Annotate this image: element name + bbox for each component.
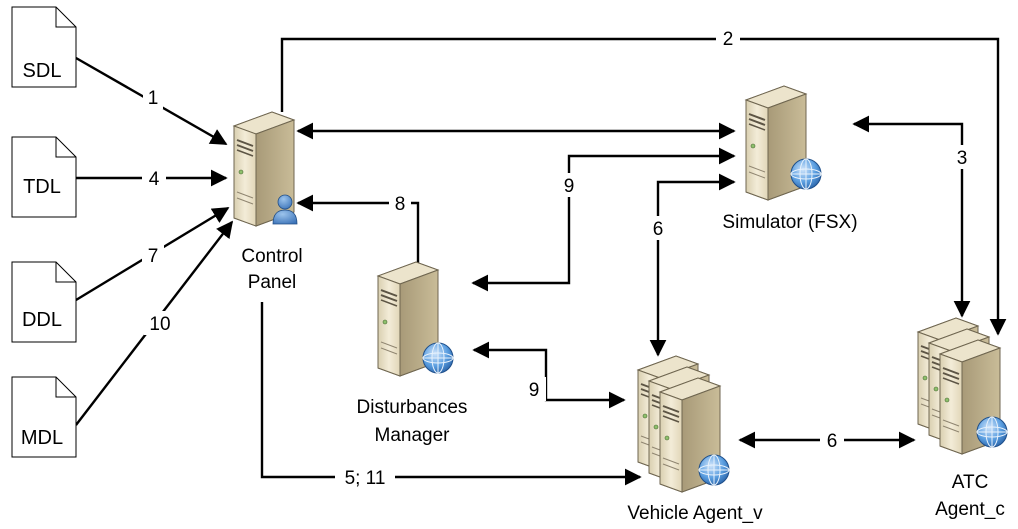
node-label-line2: Panel: [248, 272, 297, 293]
edge-label-4: 4: [149, 169, 160, 190]
edge-label-5-11: 5; 11: [345, 468, 386, 489]
edge-label-6-vehicle-atc: 6: [827, 431, 838, 452]
node-control-panel: Control Panel: [233, 111, 303, 293]
edge-label-6-sim-vehicle: 6: [653, 219, 664, 240]
document-sdl: SDL: [11, 6, 77, 88]
node-label: Vehicle Agent_v: [627, 503, 763, 524]
edge-label-7: 7: [148, 246, 159, 267]
document-mdl: MDL: [11, 376, 77, 458]
node-label-line1: Disturbances: [357, 397, 468, 418]
node-atc-agent: ATC Agent_c: [917, 317, 1008, 520]
globe-icon: [698, 454, 730, 486]
edge-control-panel-to-atc: [280, 37, 1007, 336]
globe-icon: [976, 416, 1008, 448]
edge-simulator-atc: [852, 115, 971, 318]
edge-label-1: 1: [148, 88, 159, 109]
document-label: DDL: [22, 309, 62, 331]
edge-label-8: 8: [395, 194, 406, 215]
document-label: SDL: [23, 60, 62, 82]
document-label: MDL: [21, 427, 63, 449]
node-label-line2: Agent_c: [935, 499, 1005, 520]
edge-label-10: 10: [149, 314, 170, 335]
globe-icon: [422, 342, 454, 374]
node-label-line1: ATC: [952, 472, 989, 493]
edge-simulator-vehicle: [649, 173, 736, 357]
edge-labels: 1 2 3 4 5; 11 6 6 7 8 9 9 10: [142, 26, 974, 489]
node-vehicle-agent: Vehicle Agent_v: [627, 355, 763, 524]
edges: [75, 37, 1007, 486]
node-disturbances-manager: Disturbances Manager: [357, 261, 468, 446]
node-label: Simulator (FSX): [722, 212, 857, 233]
edge-label-9-dm-vehicle: 9: [529, 380, 540, 401]
edge-control-panel-to-vehicle: [260, 302, 642, 486]
globe-icon: [790, 158, 822, 190]
edge-label-9-sim-dm: 9: [564, 176, 575, 197]
node-label-line2: Manager: [375, 425, 451, 446]
edge-simulator-disturbances: [471, 147, 736, 292]
document-tdl: TDL: [11, 136, 77, 218]
node-simulator: Simulator (FSX): [722, 85, 858, 233]
edge-disturbances-to-control-panel: [296, 194, 420, 268]
edge-disturbances-vehicle: [472, 341, 626, 409]
document-label: TDL: [23, 176, 61, 198]
edge-label-2: 2: [723, 29, 734, 50]
document-ddl: DDL: [11, 261, 77, 343]
edge-label-3: 3: [957, 148, 968, 169]
user-icon: [272, 194, 298, 225]
node-label-line1: Control: [241, 246, 302, 267]
